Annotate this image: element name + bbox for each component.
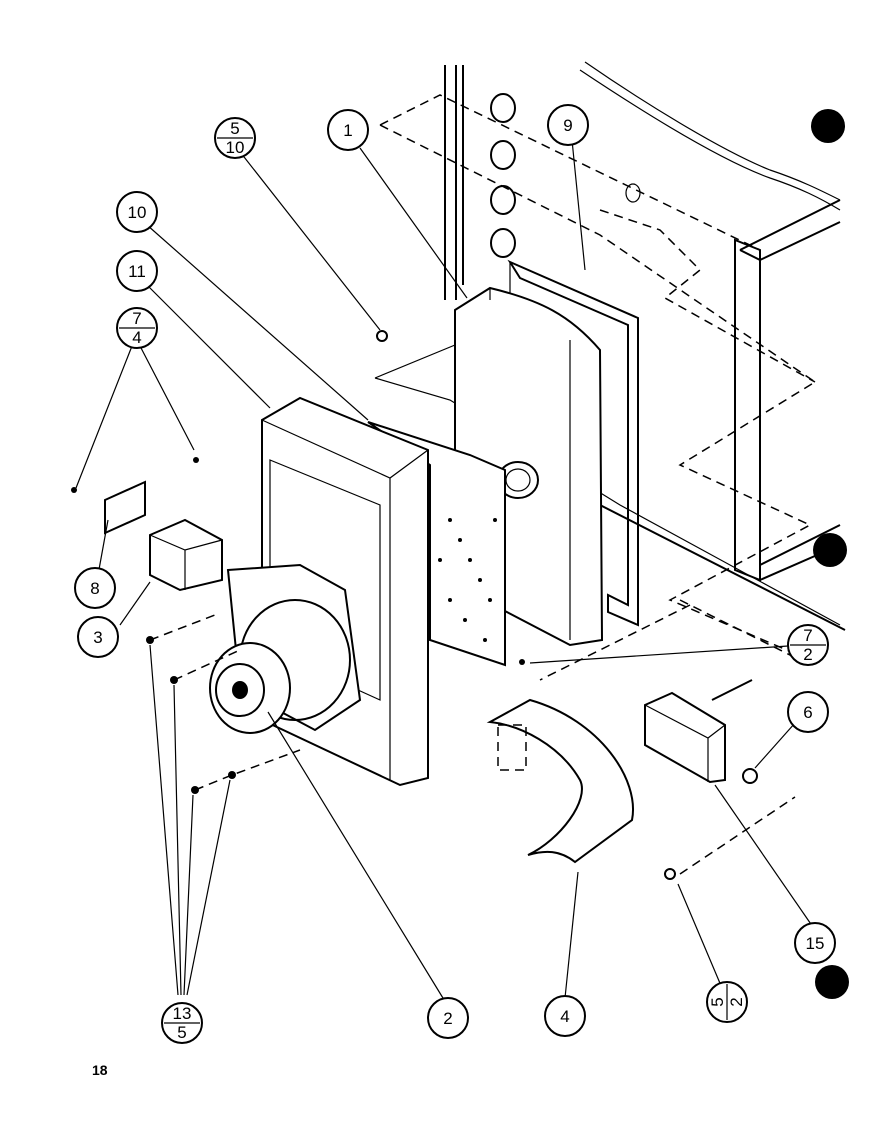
callout-top-text: 13 bbox=[173, 1004, 192, 1023]
callout-bottom-text: 10 bbox=[226, 138, 245, 157]
leader-lines bbox=[75, 139, 816, 1004]
callout-text: 6 bbox=[803, 703, 812, 722]
callout-2: 2 bbox=[427, 997, 469, 1039]
transformer-part-3 bbox=[149, 518, 223, 592]
callout-bottom-text: 4 bbox=[132, 328, 141, 347]
dashed-outline bbox=[379, 94, 817, 681]
callout-text: 15 bbox=[806, 934, 825, 953]
callout-text: 11 bbox=[128, 262, 146, 281]
callout-3: 3 bbox=[77, 616, 119, 658]
callout-top-text: 7 bbox=[132, 309, 141, 328]
callout-bottom-text: 2 bbox=[727, 997, 746, 1006]
callout-text: 3 bbox=[93, 628, 102, 647]
shield-part-4 bbox=[486, 698, 634, 864]
callout-bottom-text: 2 bbox=[803, 645, 812, 664]
callout-13-5: 13 5 bbox=[161, 1002, 203, 1044]
callout-15: 15 bbox=[794, 922, 836, 964]
bracket-part-8 bbox=[104, 480, 146, 535]
control-box-part-15 bbox=[644, 679, 758, 784]
registration-dot bbox=[815, 965, 849, 999]
callout-11: 11 bbox=[116, 250, 158, 292]
callout-top-text: 5 bbox=[230, 119, 239, 138]
blower-motor-part-2 bbox=[209, 563, 362, 734]
callout-1: 1 bbox=[327, 109, 369, 151]
registration-dot bbox=[811, 109, 845, 143]
callout-top-text: 7 bbox=[803, 626, 812, 645]
callout-text: 1 bbox=[343, 121, 352, 140]
callout-8: 8 bbox=[74, 567, 116, 609]
callout-4: 4 bbox=[544, 995, 586, 1037]
page-number: 18 bbox=[92, 1062, 108, 1078]
screws bbox=[71, 330, 796, 880]
callout-text: 2 bbox=[443, 1009, 452, 1028]
callout-bottom-text: 5 bbox=[177, 1023, 186, 1042]
callout-7-4: 7 4 bbox=[116, 307, 158, 349]
plate-part-10 bbox=[367, 421, 506, 667]
callout-top-text: 5 bbox=[708, 997, 727, 1006]
callout-text: 9 bbox=[563, 116, 572, 135]
callout-5-10: 5 10 bbox=[214, 117, 256, 159]
callout-text: 4 bbox=[560, 1007, 569, 1026]
callout-text: 10 bbox=[128, 203, 147, 222]
cabinet-frame bbox=[374, 61, 846, 631]
callout-6: 6 bbox=[787, 691, 829, 733]
callout-10: 10 bbox=[116, 191, 158, 233]
callout-9: 9 bbox=[547, 104, 589, 146]
callout-text: 8 bbox=[90, 579, 99, 598]
callout-5-2: 5 2 bbox=[706, 981, 748, 1023]
callout-7-2: 7 2 bbox=[787, 624, 829, 666]
